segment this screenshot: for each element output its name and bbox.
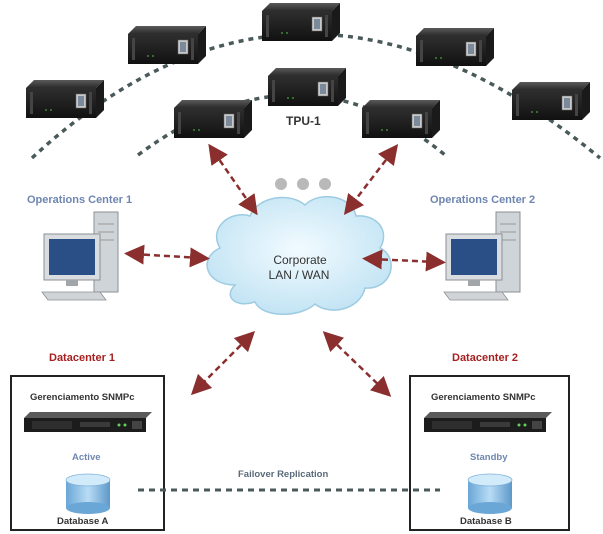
tpu-device-icon [267,67,347,107]
tpu-device-icon [127,25,207,65]
tpu-device-icon [415,27,495,67]
tpu-device-icon [173,99,253,139]
tpu-device-icon [361,99,441,139]
tpu-device-icon [261,2,341,42]
workstation-icon [443,211,521,301]
tpu-device-icon [25,79,105,119]
cloud-label-line2: LAN / WAN [268,268,330,282]
database-b-label: Database B [460,516,512,527]
operations-center-2-label: Operations Center 2 [430,194,536,206]
snmpc-label-2: Gerenciamento SNMPc [431,392,536,403]
workstation-icon [41,211,119,301]
tpu-device-icon [511,81,591,121]
cloud-label-line1: Corporate [273,253,327,267]
ellipsis-dots-icon [275,178,331,190]
datacenter-2-label: Datacenter 2 [452,352,519,364]
rack-server-icon [424,412,552,432]
database-cylinder-icon [65,473,111,514]
rack-server-icon [24,412,152,432]
active-status-label: Active [72,452,101,463]
standby-status-label: Standby [470,452,508,463]
database-a-label: Database A [57,516,109,527]
operations-center-1-label: Operations Center 1 [27,194,133,206]
database-cylinder-icon [467,473,513,514]
cloud-icon [206,195,392,315]
datacenter-1-label: Datacenter 1 [49,352,116,364]
connection-arrows [124,143,446,397]
tpu-label: TPU-1 [286,114,321,128]
failover-replication-label: Failover Replication [238,469,329,480]
snmpc-label-1: Gerenciamento SNMPc [30,392,135,403]
